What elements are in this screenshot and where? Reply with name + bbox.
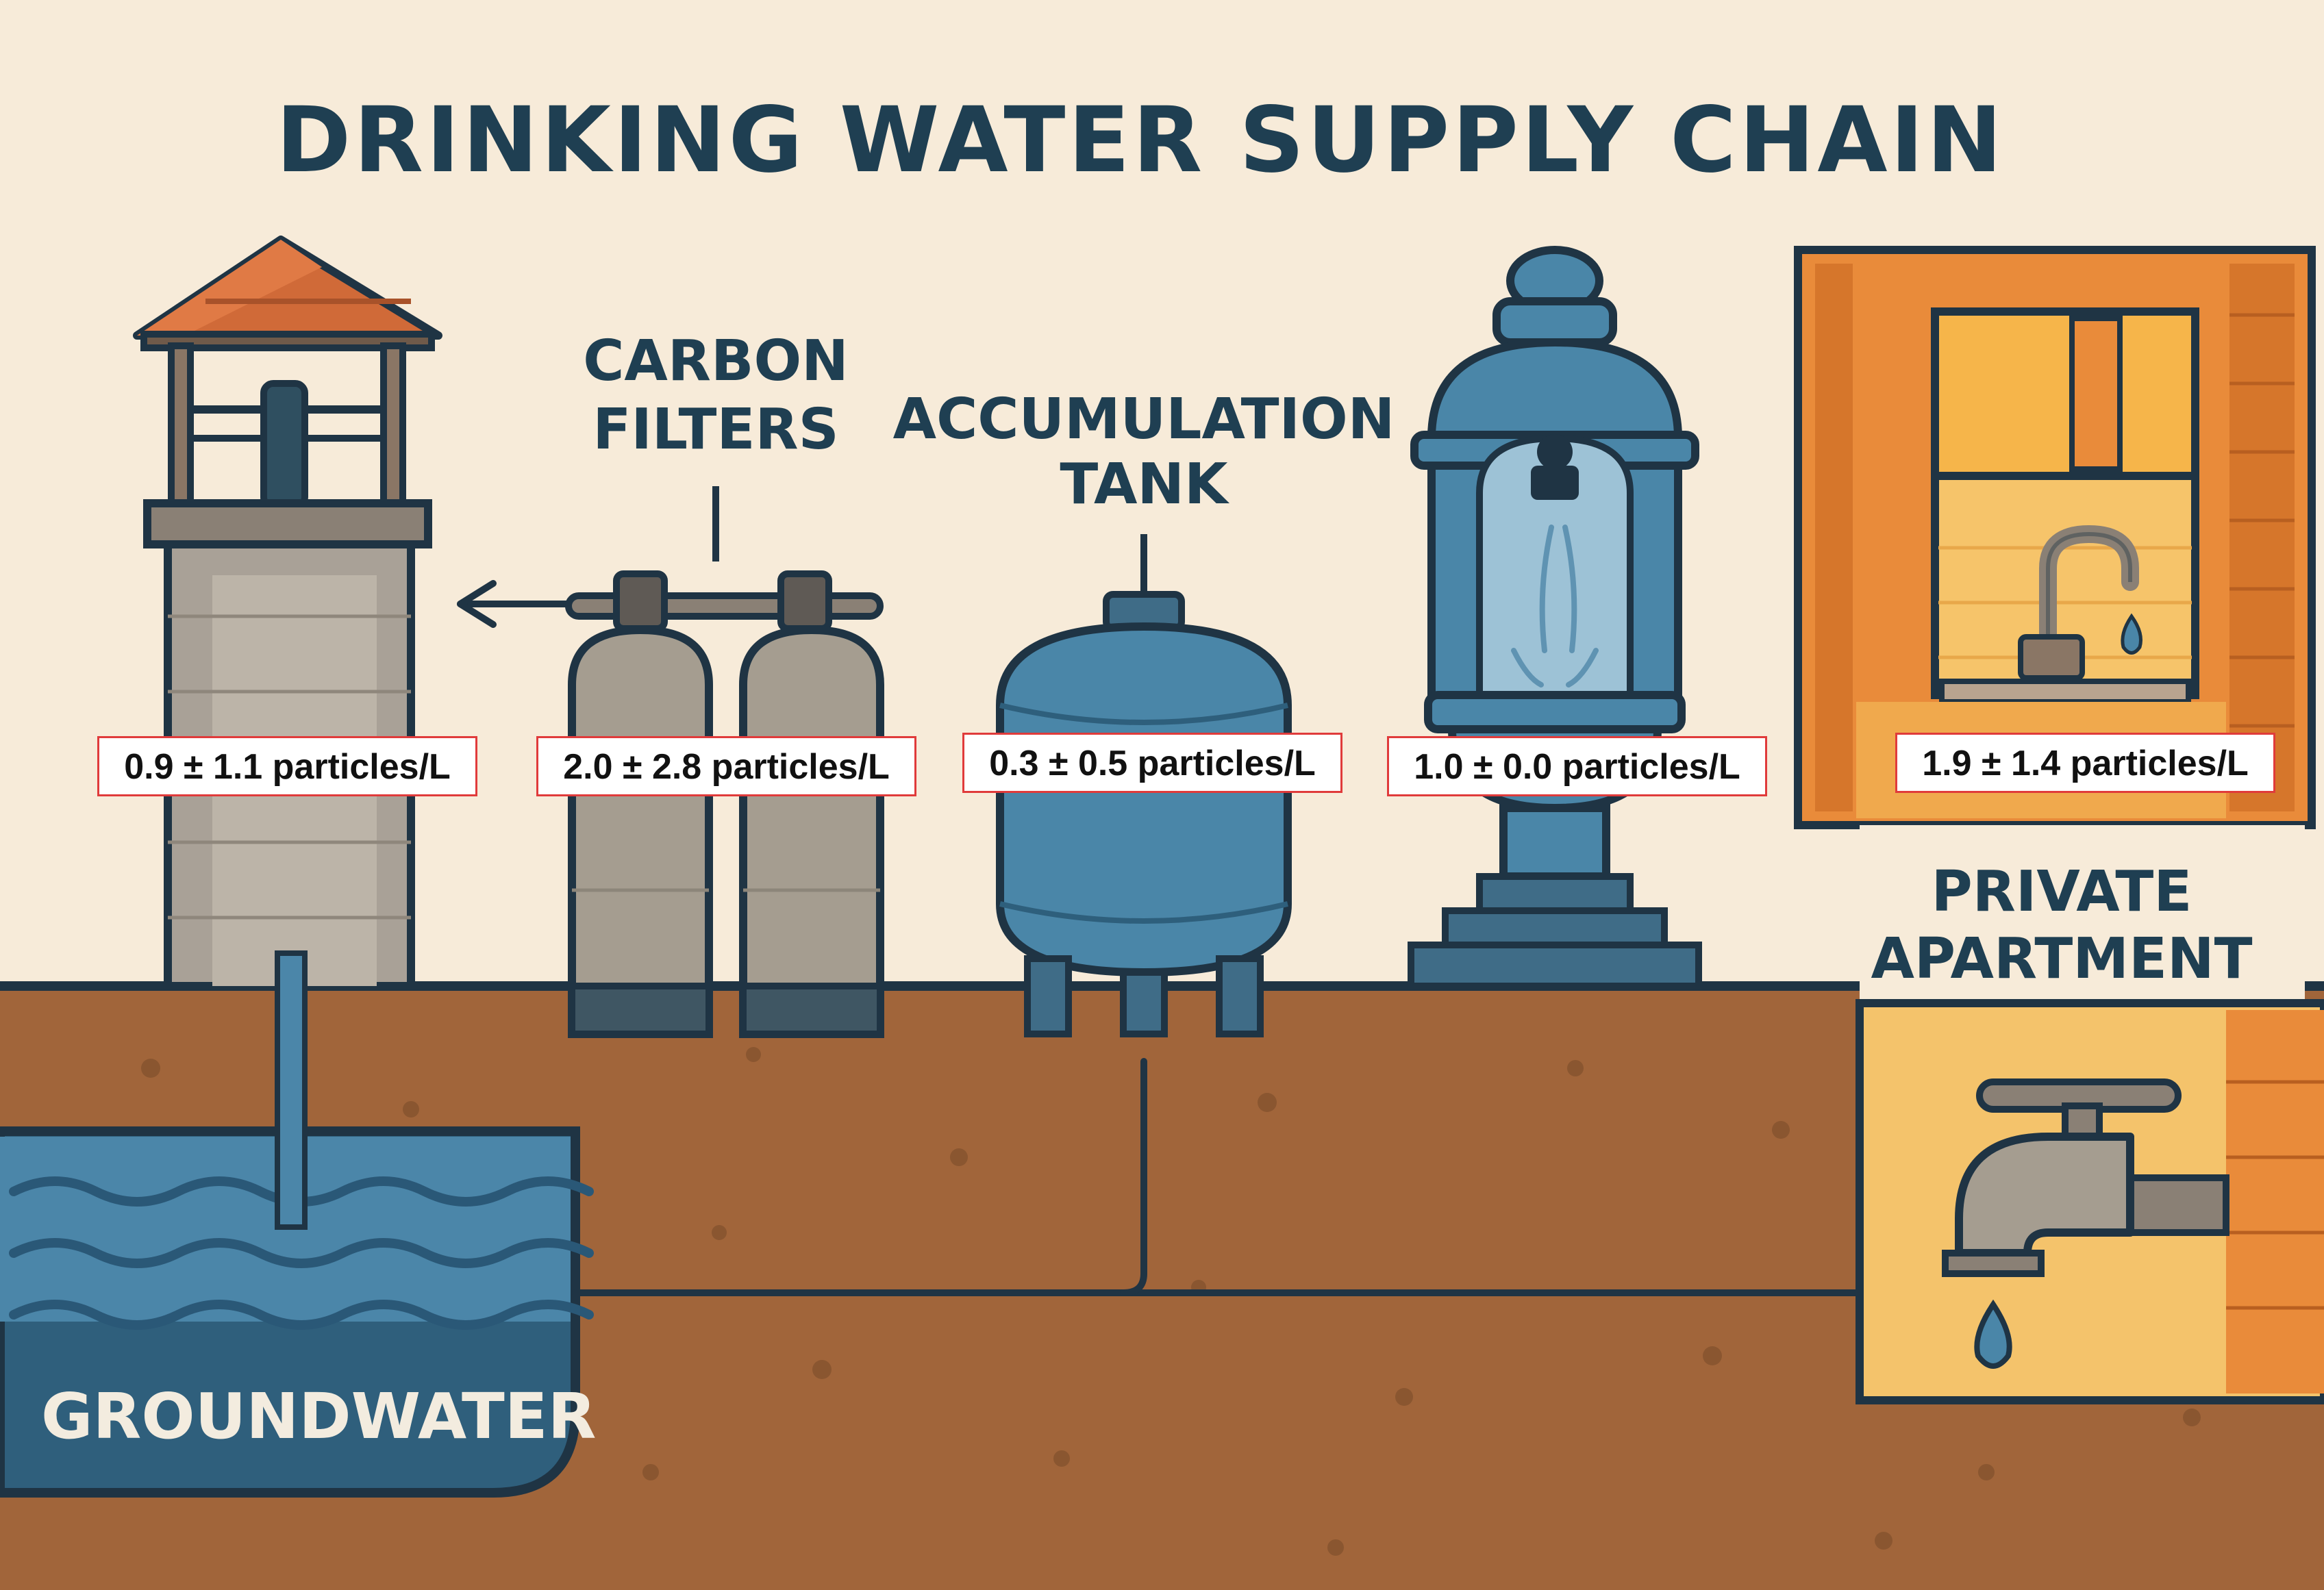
accumulation-tank-measurement-label: 0.3 ± 0.5 particles/L — [962, 733, 1342, 793]
private-apartment-label-line2: APARTMENT — [1871, 926, 2252, 992]
faucet-icon — [1856, 999, 2324, 1404]
water-drop-icon — [1974, 1299, 2012, 1369]
accumulation-tank-label-line1: ACCUMULATION — [893, 387, 1395, 452]
carbon-filters-label-line1: CARBON — [583, 329, 849, 394]
carbon-filters-measurement-label: 2.0 ± 2.8 particles/L — [536, 736, 916, 796]
apartment-icon — [1794, 246, 2316, 829]
arrow-icon — [457, 580, 497, 628]
carbon-filters-label-line2: FILTERS — [592, 397, 838, 462]
well-measurement-label: 0.9 ± 1.1 particles/L — [97, 736, 477, 796]
private-apartment-measurement-label: 1.9 ± 1.4 particles/L — [1895, 733, 2275, 793]
accumulation-tank-icon — [996, 534, 1292, 1037]
groundwater-label: GROUNDWATER — [41, 1380, 596, 1453]
fountain-measurement-label: 1.0 ± 0.0 particles/L — [1387, 736, 1767, 796]
accumulation-tank-label-line2: TANK — [1060, 452, 1230, 517]
water-drop-icon — [2121, 613, 2142, 655]
diagram-title: DRINKING WATER SUPPLY CHAIN — [276, 88, 2005, 193]
apartment-label-box — [1860, 825, 2305, 1013]
private-apartment-label-line1: PRIVATE — [1932, 859, 2192, 924]
carbon-filter-icon — [565, 486, 884, 1038]
